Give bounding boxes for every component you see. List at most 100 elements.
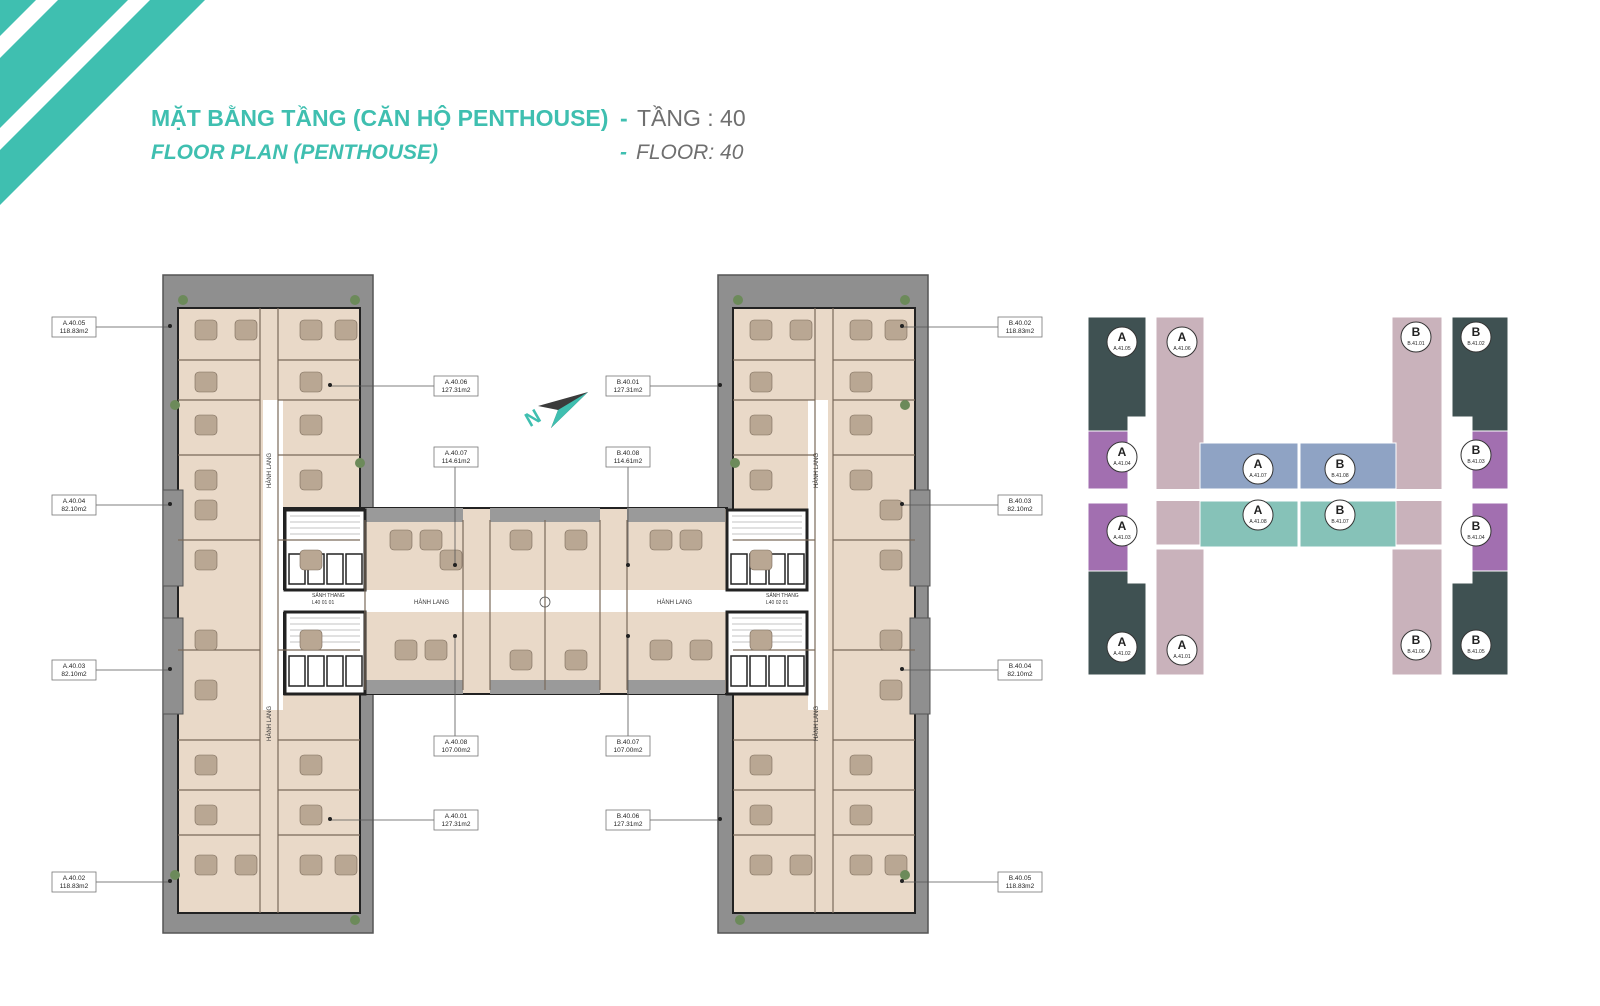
- planter: [735, 915, 745, 925]
- unit-code: A.40.04: [63, 498, 86, 505]
- furniture: [749, 629, 773, 651]
- key-badge-b-41-04: BB.41.04: [1460, 515, 1492, 547]
- callout-dot: [718, 817, 722, 821]
- unit-area: 118.83m2: [60, 883, 89, 890]
- unit-area: 107.00m2: [614, 747, 643, 754]
- key-badge-letter: A: [1254, 503, 1263, 517]
- callout-dot: [168, 324, 172, 328]
- central-balcony: [365, 508, 463, 522]
- elevator-shaft: [307, 655, 325, 687]
- key-badge-circle: [1106, 631, 1138, 663]
- unit-code: A.40.06: [445, 379, 468, 386]
- key-badge-letter: B: [1472, 443, 1481, 457]
- furniture: [194, 549, 218, 571]
- key-badge-circle: [1242, 499, 1274, 531]
- furniture: [649, 639, 673, 661]
- unit-code: B.40.04: [1009, 663, 1032, 670]
- floor-plan: A.40.05118.83m2A.40.06127.31m2A.40.0482.…: [51, 274, 1043, 934]
- furniture: [299, 804, 323, 826]
- furniture: [194, 804, 218, 826]
- furniture: [439, 549, 463, 571]
- key-badge-a-41-02: AA.41.02: [1106, 631, 1138, 663]
- svg-text:N: N: [521, 405, 545, 431]
- key-badge-code: B.41.05: [1467, 649, 1484, 655]
- corner-stripe-middle: [0, 0, 128, 128]
- key-badge-b-41-02: BB.41.02: [1460, 321, 1492, 353]
- planter: [900, 295, 910, 305]
- furniture: [299, 629, 323, 651]
- furniture: [884, 854, 908, 876]
- key-badge-circle: [1400, 629, 1432, 661]
- unit-callouts: A.40.05118.83m2A.40.06127.31m2A.40.0482.…: [51, 316, 1043, 893]
- corridor: [263, 400, 283, 710]
- callout-dot: [900, 324, 904, 328]
- unit-code: B.40.06: [617, 813, 640, 820]
- planter: [350, 295, 360, 305]
- key-badge-letter: A: [1118, 635, 1127, 649]
- furniture: [334, 319, 358, 341]
- lobby-b-label: SẢNH THANG: [766, 592, 799, 599]
- key-badge-code: A.41.08: [1249, 519, 1266, 525]
- planter: [178, 295, 188, 305]
- furniture: [849, 371, 873, 393]
- furniture: [649, 529, 673, 551]
- key-badge-a-41-07: AA.41.07: [1242, 453, 1274, 485]
- unit-area: 118.83m2: [1006, 883, 1035, 890]
- core-block: [283, 508, 367, 592]
- key-badge-letter: A: [1118, 330, 1127, 344]
- callout-box: [51, 871, 97, 893]
- corner-stripe-small: [0, 0, 36, 36]
- key-badge-circle: [1460, 321, 1492, 353]
- callout-dot: [453, 563, 457, 567]
- key-badge-code: A.41.03: [1113, 535, 1130, 541]
- furniture: [424, 639, 448, 661]
- planter: [170, 400, 180, 410]
- corridor-label-a-top: HÀNH LANG: [266, 453, 273, 488]
- unit-code: A.40.01: [445, 813, 468, 820]
- unit-area: 82.10m2: [1007, 506, 1033, 513]
- key-badge-code: A.41.05: [1113, 346, 1130, 352]
- key-badge-circle: [1106, 515, 1138, 547]
- key-badge-letter: B: [1336, 503, 1345, 517]
- key-badge-code: A.41.07: [1249, 473, 1266, 479]
- elevator-shaft: [768, 655, 786, 687]
- central-balcony: [627, 680, 725, 694]
- core-block: [725, 610, 809, 696]
- key-badge-b-41-07: BB.41.07: [1324, 499, 1356, 531]
- corridor-label-b-bottom: HÀNH LANG: [813, 706, 820, 741]
- furniture: [849, 804, 873, 826]
- furniture: [679, 529, 703, 551]
- furniture: [299, 371, 323, 393]
- unit-code: A.40.02: [63, 875, 86, 882]
- key-badge-code: B.41.03: [1467, 459, 1484, 465]
- elevator-shaft: [787, 655, 805, 687]
- corridor-label-left: HÀNH LANG: [414, 599, 449, 606]
- key-badge-a-41-06: AA.41.06: [1166, 326, 1198, 358]
- key-badge-b-41-05: B B.41.05: [1460, 629, 1492, 661]
- key-badge-letter: B: [1472, 633, 1481, 647]
- elevator-shaft: [288, 655, 306, 687]
- key-badge-b-41-08: BB.41.08: [1324, 453, 1356, 485]
- key-badge-circle: [1324, 453, 1356, 485]
- unit-area: 118.83m2: [60, 328, 89, 335]
- furniture: [849, 754, 873, 776]
- key-badge-code: B.41.06: [1407, 649, 1424, 655]
- callout-dot: [900, 502, 904, 506]
- furniture: [689, 639, 713, 661]
- furniture: [299, 754, 323, 776]
- core-block: [283, 610, 367, 696]
- key-badge-circle: [1166, 326, 1198, 358]
- unit-code: B.40.01: [617, 379, 640, 386]
- furniture: [299, 549, 323, 571]
- furniture: [234, 854, 258, 876]
- side-balcony: [909, 489, 931, 587]
- elevator-shaft: [326, 655, 344, 687]
- furniture: [749, 469, 773, 491]
- furniture: [749, 804, 773, 826]
